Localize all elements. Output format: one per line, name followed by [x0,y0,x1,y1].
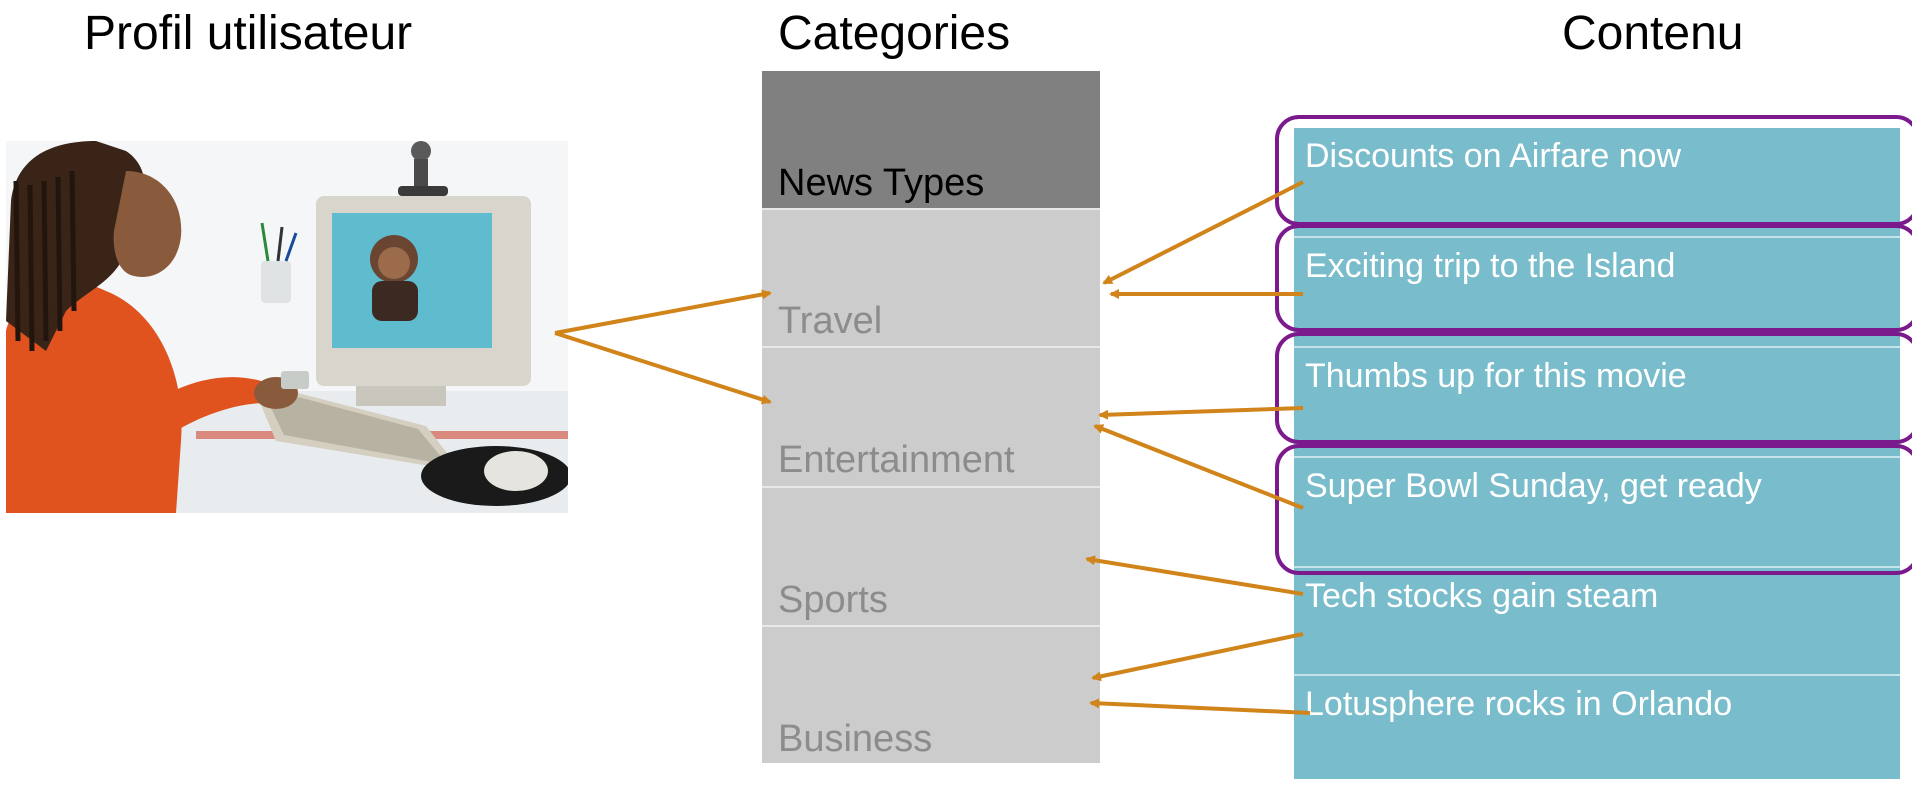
category-cell-entertainment: Entertainment [762,348,1100,486]
content-table: Discounts on Airfare now Exciting trip t… [1294,128,1900,779]
arrow-superbowl-to-entertainment [1093,424,1304,510]
arrow-profile-to-travel [554,289,772,335]
content-item: Tech stocks gain steam [1294,568,1900,678]
content-item: Thumbs up for this movie [1294,348,1900,458]
content-item-label: Discounts on Airfare now [1305,137,1682,175]
category-header-label: News Types [778,162,985,204]
arrow-lotusphere-to-business [1089,698,1311,715]
content-item-label: Lotusphere rocks in Orlando [1305,685,1733,723]
content-item-label: Super Bowl Sunday, get ready [1305,467,1762,505]
category-label-business: Business [778,718,933,760]
content-item: Exciting trip to the Island [1294,238,1900,348]
arrow-movie-to-entertainment [1098,406,1304,420]
content-item-label: Tech stocks gain steam [1305,577,1659,615]
category-cell-business: Business [762,627,1100,765]
content-item-label: Thumbs up for this movie [1305,357,1687,395]
category-label-entertainment: Entertainment [778,439,1015,481]
arrow-tech-to-business [1091,632,1304,682]
arrow-tech-to-sports [1085,555,1304,596]
content-item: Lotusphere rocks in Orlando [1294,676,1900,786]
categories-table: News Types Travel Entertainment Sports B… [762,71,1100,763]
user-profile-photo [6,141,568,513]
category-divider [762,486,1100,488]
content-heading: Contenu [1562,7,1744,60]
content-item: Super Bowl Sunday, get ready [1294,458,1900,568]
arrow-airfare-to-travel [1102,180,1304,285]
category-divider [762,208,1100,210]
content-divider [1294,674,1900,676]
category-header-cell: News Types [762,71,1100,209]
content-item: Discounts on Airfare now [1294,128,1900,238]
category-label-travel: Travel [778,300,883,342]
category-label-sports: Sports [778,579,888,621]
content-item-label: Exciting trip to the Island [1305,247,1676,285]
profile-heading: Profil utilisateur [84,7,413,60]
arrow-profile-to-entertainment [554,331,772,405]
categories-heading: Categories [778,7,1011,60]
category-divider [762,346,1100,348]
category-cell-sports: Sports [762,488,1100,626]
category-divider [762,625,1100,627]
category-cell-travel: Travel [762,209,1100,347]
